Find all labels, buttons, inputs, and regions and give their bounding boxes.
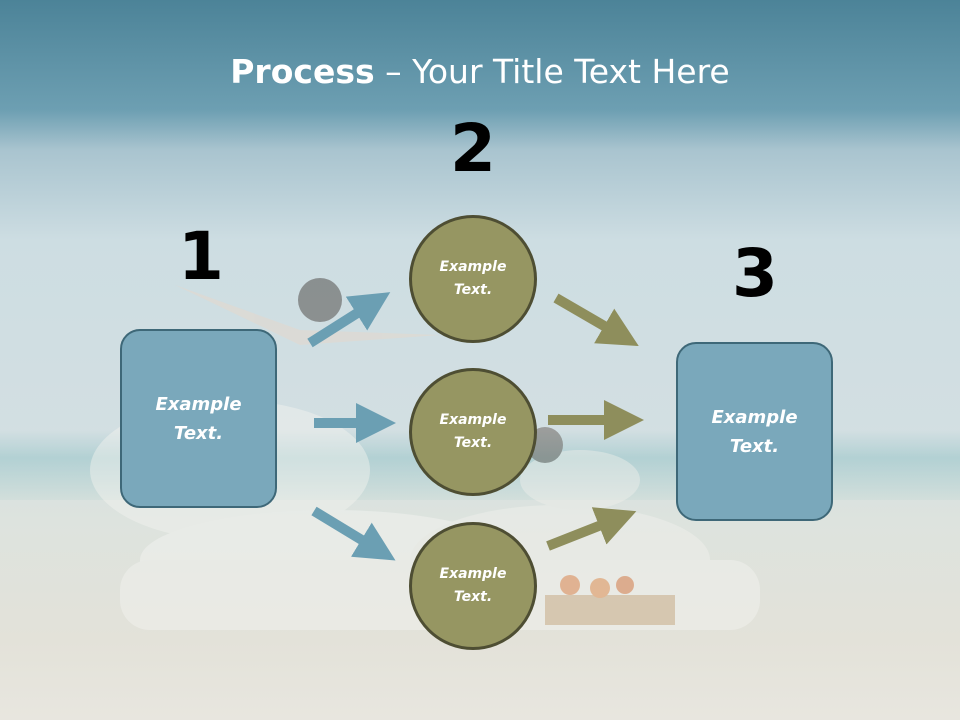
step-box-3: Example Text. [676,342,833,521]
step-number-2: 2 [450,110,496,187]
step-box-1-text: Example Text. [155,393,242,444]
arrow-box1-to-circle3 [311,506,396,561]
step-number-3: 3 [732,235,778,312]
step-box-3-text: Example Text. [711,406,798,457]
circle-3-text: Example Text. [439,566,507,605]
arrow-circle1-to-box3 [553,293,639,347]
step-number-1: 1 [178,218,224,295]
title-rest: – Your Title Text Here [374,52,730,91]
circle-2: Example Text. [409,368,537,496]
circle-1-text: Example Text. [439,259,507,298]
step-box-1: Example Text. [120,329,277,508]
slide-title: Process – Your Title Text Here [0,52,960,91]
title-bold: Process [230,52,375,91]
arrow-circle3-to-box3 [546,507,637,551]
circle-3: Example Text. [409,522,537,650]
circle-1: Example Text. [409,215,537,343]
arrow-box1-to-circle1 [307,292,391,348]
circle-2-text: Example Text. [439,412,507,451]
